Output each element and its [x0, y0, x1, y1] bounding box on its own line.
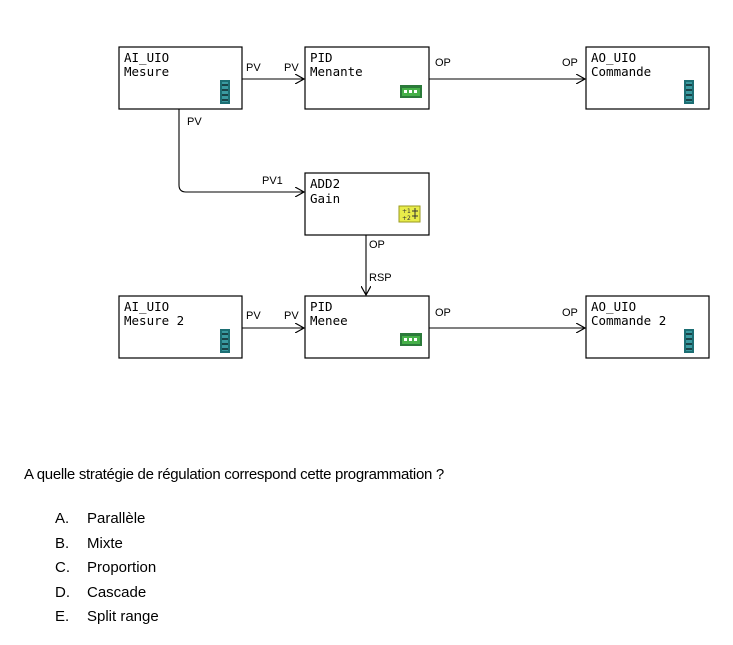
block-name-label: Mesure — [124, 64, 169, 79]
pin-label-pv1: PV1 — [262, 175, 283, 187]
pid-controller-icon — [400, 333, 422, 346]
io-module-icon — [220, 80, 230, 104]
option-text: Cascade — [87, 583, 147, 601]
pin-label-pv-in-2: PV — [284, 310, 299, 322]
pin-label-op-in-2: OP — [562, 307, 578, 319]
io-module-icon — [684, 329, 694, 353]
pin-label-op-out-2: OP — [435, 307, 451, 319]
option-text: Proportion — [87, 559, 157, 577]
block-type-label: AO_UIO — [591, 50, 636, 65]
block-type-label: ADD2 — [310, 176, 340, 191]
pid-controller-icon — [400, 85, 422, 98]
io-module-icon — [220, 329, 230, 353]
block-type-label: AI_UIO — [124, 50, 169, 65]
option-c[interactable]: C. Proportion — [55, 558, 159, 583]
pin-label-rsp: RSP — [369, 272, 392, 284]
function-block-diagram: +1 +2 AI_UIO Mesure PID Menante AO_UIO C… — [118, 46, 710, 359]
option-text: Split range — [87, 608, 159, 626]
block-ai-mesure-2[interactable]: AI_UIO Mesure 2 — [118, 295, 243, 359]
option-d[interactable]: D. Cascade — [55, 583, 159, 608]
block-name-label: Mesure 2 — [124, 313, 184, 328]
option-letter: E. — [55, 608, 70, 626]
io-module-icon — [684, 80, 694, 104]
option-letter: A. — [55, 510, 70, 527]
block-pid-menee[interactable]: PID Menee — [304, 295, 430, 359]
block-name-label: Commande 2 — [591, 313, 666, 328]
pin-label-op-gain: OP — [369, 239, 385, 251]
adder-icon — [398, 205, 421, 223]
option-a[interactable]: A. Parallèle — [55, 509, 159, 534]
pin-label-pv-in: PV — [284, 62, 299, 74]
pin-label-pv-out: PV — [246, 62, 261, 74]
block-pid-menante[interactable]: PID Menante — [304, 46, 430, 110]
option-text: Mixte — [87, 534, 123, 552]
block-type-label: AI_UIO — [124, 299, 169, 314]
block-name-label: Gain — [310, 191, 340, 206]
pin-label-pv-branch: PV — [187, 116, 202, 128]
block-ai-mesure[interactable]: AI_UIO Mesure — [118, 46, 243, 110]
pin-label-pv-out-2: PV — [246, 310, 261, 322]
option-b[interactable]: B. Mixte — [55, 534, 159, 559]
question-text: A quelle stratégie de régulation corresp… — [24, 466, 444, 483]
block-name-label: Menante — [310, 64, 363, 79]
block-type-label: PID — [310, 50, 333, 65]
block-name-label: Menee — [310, 313, 348, 328]
pin-label-op-in: OP — [562, 57, 578, 69]
pin-label-op-out: OP — [435, 57, 451, 69]
answer-options: A. Parallèle B. Mixte C. Proportion D. Casca… — [55, 509, 159, 632]
option-text: Parallèle — [87, 510, 146, 527]
option-e[interactable]: E. Split range — [55, 607, 159, 632]
block-type-label: AO_UIO — [591, 299, 636, 314]
option-letter: B. — [55, 534, 70, 552]
option-letter: D. — [55, 583, 70, 601]
block-ao-commande-2[interactable]: AO_UIO Commande 2 — [585, 295, 710, 359]
wire-mesure-to-gain — [178, 109, 304, 192]
option-letter: C. — [55, 559, 70, 577]
block-add2-gain[interactable]: ADD2 Gain — [304, 172, 430, 236]
block-ao-commande[interactable]: AO_UIO Commande — [585, 46, 710, 110]
block-type-label: PID — [310, 299, 333, 314]
block-name-label: Commande — [591, 64, 651, 79]
